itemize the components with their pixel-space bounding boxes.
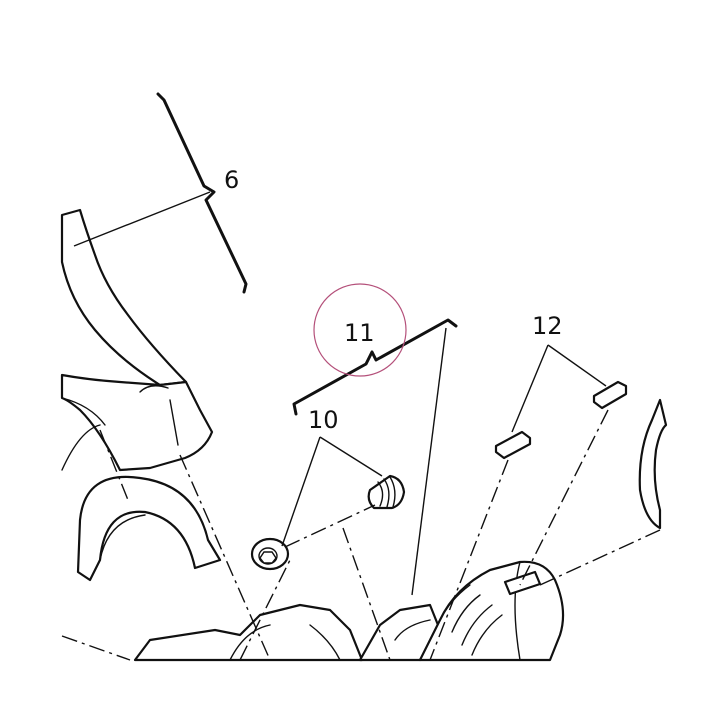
bracket-6: [73, 92, 248, 294]
bracket-11: [292, 318, 458, 596]
leaders-12: [511, 344, 607, 433]
callout-11: 11: [344, 319, 375, 347]
callout-6: 6: [224, 166, 239, 194]
highlight-circle: [313, 283, 407, 377]
set-screw-upper: [367, 474, 406, 510]
callout-12: 12: [532, 312, 563, 340]
set-screw-lower: [250, 537, 290, 571]
callout-10: 10: [308, 406, 339, 434]
key-right: [592, 380, 628, 410]
assembly-center-lines: [61, 409, 661, 661]
bearing-shell: [76, 475, 222, 582]
connecting-rod: [60, 208, 214, 472]
key-left: [494, 430, 532, 460]
crankshaft: [133, 560, 565, 662]
leaders-10: [281, 436, 383, 547]
bearing-shell-right: [638, 398, 668, 530]
